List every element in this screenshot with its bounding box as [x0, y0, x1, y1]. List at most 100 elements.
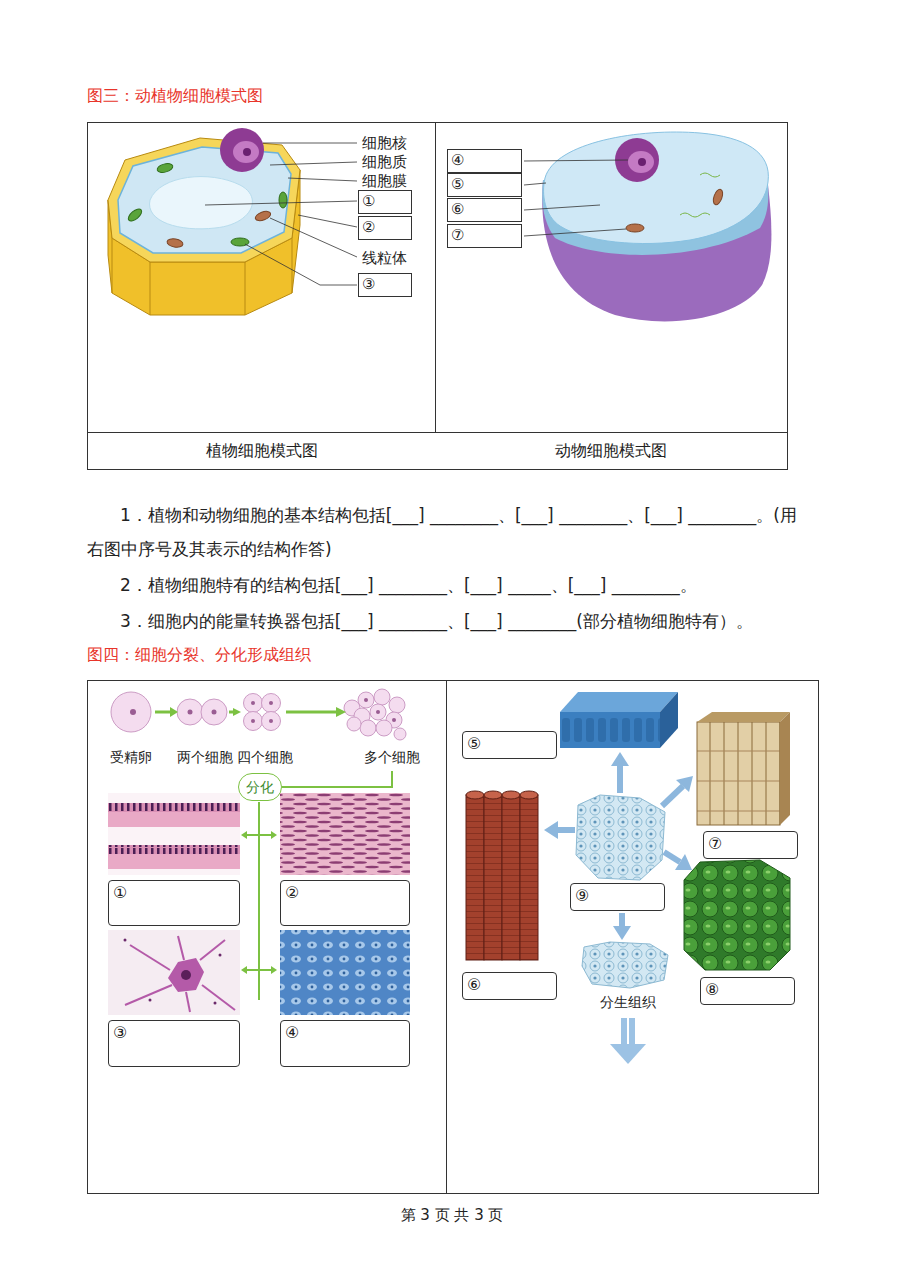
- leader-line: [245, 244, 357, 285]
- question-text: 2．植物细胞特有的结构包括[___] ________、[___] _____、…: [120, 568, 880, 602]
- plant-cell: [150, 177, 253, 229]
- animal-cell: [680, 213, 710, 217]
- number-box: ④: [280, 1020, 410, 1067]
- table-frame: [88, 123, 788, 433]
- plant-cell: [118, 147, 291, 253]
- leader-line: [270, 162, 357, 165]
- callout-number: ③: [362, 275, 375, 293]
- plant-tissue-images: [484, 795, 502, 960]
- plant-tissue-images: [576, 795, 665, 880]
- figure-heading: 图三：动植物细胞模式图: [87, 86, 263, 107]
- plant-cell: [126, 207, 143, 223]
- leader-line: [524, 183, 546, 185]
- cell-division: [188, 710, 193, 715]
- animal-tissue-images: [108, 803, 240, 827]
- cell-division: [358, 692, 374, 708]
- animal-tissue-images: [108, 845, 240, 854]
- page-number: 第 3 页 共 3 页: [401, 1206, 504, 1224]
- number-box: ⑤: [462, 731, 557, 759]
- blue-arrow: [556, 827, 575, 833]
- animal-tissue-images: [219, 954, 222, 957]
- green-arrowhead: [241, 831, 277, 974]
- blue-arrow: [544, 752, 693, 940]
- stage-label: 两个细胞: [177, 749, 233, 766]
- number-box: ⑧: [700, 977, 795, 1005]
- animal-tissue-images: [149, 999, 152, 1002]
- cell-division: [364, 698, 368, 702]
- animal-cell: [524, 132, 771, 321]
- label-box: ①: [358, 190, 412, 214]
- green-arrowhead: [271, 966, 277, 974]
- plant-tissue-images: [520, 795, 538, 960]
- green-arrow: [286, 711, 336, 714]
- label-box: ④: [447, 149, 522, 173]
- callout-number: ⑨: [575, 886, 589, 905]
- callout-number: ②: [285, 883, 299, 902]
- cell-division: [376, 710, 380, 714]
- animal-tissue-images: [125, 985, 172, 1005]
- caption-text: 动物细胞模式图: [555, 441, 667, 460]
- animal-tissue-images: [181, 970, 191, 980]
- number-box: ③: [108, 1020, 240, 1067]
- process-pill: 分化: [238, 773, 282, 801]
- cell-division: [244, 712, 263, 731]
- callout-number: ⑤: [467, 734, 481, 753]
- plant-tissue-images: [502, 791, 520, 799]
- green-arrowhead: [241, 831, 247, 839]
- callout-number: ⑦: [451, 226, 464, 244]
- plant-tissue-images: [560, 712, 660, 748]
- down-arrow: [621, 1018, 635, 1046]
- part-name: 细胞膜: [362, 172, 407, 190]
- cell-division: [177, 699, 203, 725]
- label-box: ⑤: [447, 173, 522, 197]
- plant-cell: [166, 238, 183, 249]
- blue-arrow: [611, 752, 629, 766]
- cell-division: [370, 704, 386, 720]
- cell-division: [269, 701, 273, 705]
- down-arrow: [610, 1044, 646, 1064]
- green-arrow: [336, 707, 346, 717]
- caption-cell: 动物细胞模式图: [435, 432, 788, 470]
- cell-division: [394, 728, 406, 740]
- animal-tissue-images: [124, 939, 127, 942]
- stage-label: 四个细胞: [237, 749, 293, 766]
- cell-division: [130, 698, 396, 723]
- animal-tissue-images: [125, 936, 235, 1012]
- cell-division: [111, 692, 151, 732]
- plant-cell: [254, 210, 272, 223]
- tissue-name: 分生组织: [600, 994, 656, 1011]
- animal-tissue-images: [108, 930, 240, 1015]
- callout-number: ⑦: [708, 834, 722, 853]
- callout-number: ⑤: [451, 175, 464, 193]
- cell-division: [130, 709, 136, 715]
- animal-tissue-images: [108, 793, 240, 875]
- leader-line: [288, 178, 357, 181]
- plant-tissue-images: [684, 860, 790, 970]
- caption-text: 植物细胞模式图: [206, 441, 318, 460]
- down-arrow: [610, 1018, 646, 1064]
- cell-division: [201, 699, 227, 725]
- green-arrowhead: [271, 831, 277, 839]
- callout-number: ⑥: [451, 200, 464, 218]
- callout-number: ①: [362, 192, 375, 210]
- leader-line: [524, 229, 626, 236]
- stage-label: 受精卵: [110, 749, 152, 766]
- green-arrow: [170, 707, 178, 717]
- plant-tissue-images: [697, 722, 780, 825]
- plant-cell: [108, 138, 300, 262]
- figure-heading: 图四：细胞分裂、分化形成组织: [87, 645, 311, 664]
- differentiation-line: [259, 834, 271, 836]
- plant-tissue-images: [484, 791, 502, 799]
- animal-cell: [628, 151, 654, 173]
- animal-cell: [700, 173, 720, 177]
- cell-division: [376, 720, 392, 736]
- plant-tissue-images: [560, 692, 678, 712]
- leader-line: [524, 160, 628, 236]
- green-arrow: [233, 708, 241, 716]
- part-name: 细胞核: [362, 134, 407, 152]
- part-name: 细胞质: [362, 153, 407, 171]
- question-text: 3．细胞内的能量转换器包括[___] ________、[___] ______…: [120, 604, 880, 638]
- plant-cell: [126, 162, 287, 246]
- blue-arrow: [544, 821, 558, 839]
- leader-line: [270, 218, 357, 257]
